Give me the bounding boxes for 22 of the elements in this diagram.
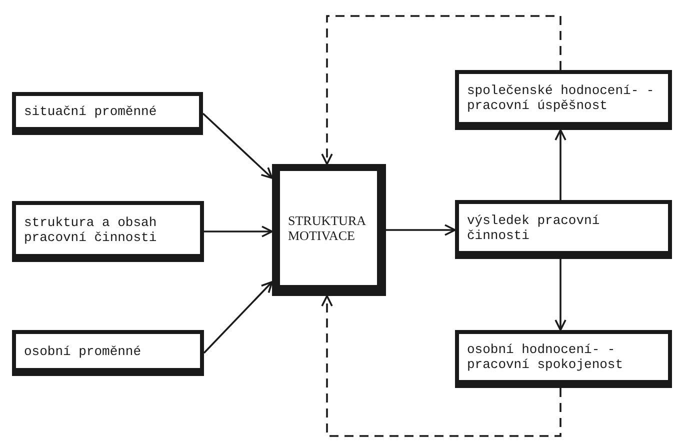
box-label: společenské hodnocení- -pracovní úspěšnost (467, 83, 656, 113)
box-label: výsledek pracovní činnosti (467, 212, 601, 242)
box-label: osobní hodnocení- -pracovní spokojenost (467, 342, 624, 372)
process-box (455, 70, 672, 130)
box-label: osobní proměnné (24, 344, 142, 358)
arrow (386, 224, 456, 236)
arrow (554, 129, 566, 200)
arrow (554, 259, 566, 331)
box-label: situační proměnné (24, 104, 157, 119)
box-label: STRUKTURA MOTIVACE (288, 213, 367, 243)
process-box (12, 92, 203, 135)
process-box (455, 330, 672, 388)
arrow (204, 226, 273, 238)
arrow (203, 281, 273, 354)
process-box (12, 330, 204, 376)
process-box (455, 200, 672, 259)
dashed-arrow (321, 15, 562, 165)
dashed-arrow (321, 295, 562, 437)
arrow (202, 112, 273, 179)
process-box (272, 164, 386, 296)
box-label: struktura a obsah pracovní činnosti (24, 214, 158, 244)
process-box (12, 201, 204, 262)
